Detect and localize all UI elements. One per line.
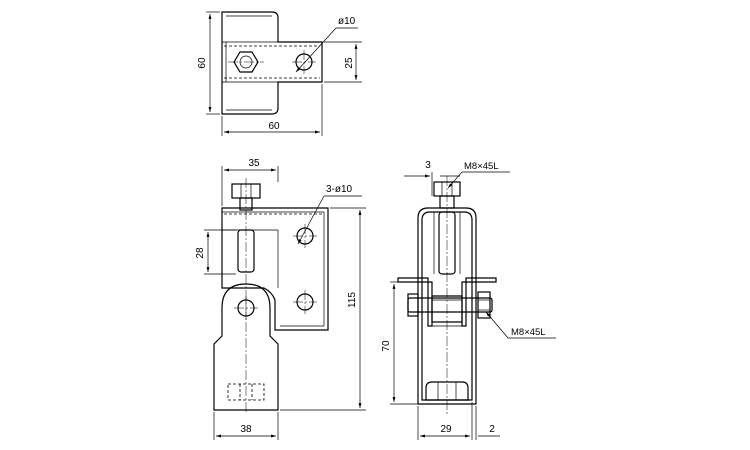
label-side-bolt-right: M8×45L <box>511 327 546 338</box>
side-clamp <box>431 295 463 323</box>
label-top-diameter: ø10 <box>338 16 356 27</box>
dim-top-depth: 25 <box>344 57 355 69</box>
front-view: 35 28 115 38 3-ø10 <box>195 158 366 440</box>
dim-front-top-width: 35 <box>248 158 260 169</box>
label-front-holes: 3-ø10 <box>326 184 353 195</box>
dim-front-total-height: 115 <box>347 292 358 308</box>
dim-side-thickness: 2 <box>489 424 495 435</box>
top-view: 60 60 25 ø10 <box>197 11 362 136</box>
dim-side-height: 70 <box>381 340 392 352</box>
side-bottom-nut <box>425 381 469 401</box>
side-strap-outer <box>417 207 477 405</box>
dim-front-bottom-width: 38 <box>240 424 252 435</box>
label-side-bolt-top: M8×45L <box>464 161 499 172</box>
top-plate-outline <box>221 11 323 115</box>
front-plate-outline <box>221 207 329 331</box>
side-flange-right <box>461 277 497 327</box>
dim-top-height: 60 <box>197 57 208 69</box>
dim-side-top-gap: 3 <box>425 160 431 171</box>
side-strap-inner <box>421 211 473 401</box>
dim-top-width: 60 <box>268 121 280 132</box>
dim-front-slot: 28 <box>195 247 206 259</box>
dim-side-width: 29 <box>440 424 452 435</box>
side-flange-left <box>397 277 433 327</box>
front-hanger <box>213 283 279 411</box>
side-view: 3 M8×45L M8×45L 70 29 2 <box>381 160 556 440</box>
